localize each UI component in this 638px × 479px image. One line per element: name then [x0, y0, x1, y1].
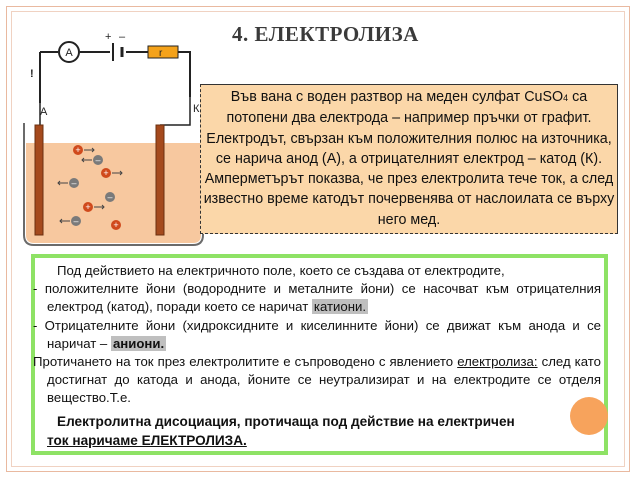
intro-subscript: 4 [563, 93, 569, 103]
paragraph-cations: - положителните йони (водородните и мета… [33, 280, 601, 316]
svg-text:+: + [75, 145, 80, 155]
anode-label: A [40, 106, 48, 118]
cations-text: - положителните йони (водородните и мета… [33, 281, 601, 315]
svg-text:+: + [85, 202, 90, 212]
vessel-icon [23, 123, 204, 246]
paragraph-electrolysis: Протичането на ток през електролитите е … [33, 353, 601, 408]
outer-frame [6, 6, 630, 472]
paragraph-field: Под действието на електричното поле, кое… [57, 263, 505, 278]
explanation-text: Под действието на електричното поле, кое… [33, 262, 601, 450]
cation-icon [73, 145, 83, 155]
minus-label: – [119, 31, 126, 43]
switch-label: ! [30, 68, 34, 80]
electrolysis-diagram: A + – r ! A К + + + + – – – – [23, 31, 204, 246]
svg-text:+: + [113, 220, 118, 230]
svg-text:–: – [107, 192, 112, 202]
paragraph-anions: - Отрицателните йони (хидроксидните и ки… [33, 317, 601, 353]
cations-term: катиони. [311, 299, 369, 315]
anion-icon [93, 155, 103, 165]
cathode-label: К [193, 103, 200, 115]
orange-circle-decoration [570, 397, 608, 435]
anions-text: - Отрицателните йони (хидроксидните и ки… [33, 317, 601, 351]
electrolysis-text-a: Протичането на ток през електролитите е … [33, 354, 458, 370]
anode-electrode [34, 124, 44, 236]
svg-text:+: + [103, 168, 108, 178]
final-line-1: Електролитна дисоциация, протичаща под д… [57, 413, 515, 429]
anions-term: аниони. [110, 335, 167, 351]
plus-label: + [105, 31, 111, 43]
ammeter-icon [58, 41, 80, 63]
intro-part2: са потопени два електрода – например пръ… [203, 89, 615, 228]
ammeter-label: A [65, 47, 73, 59]
intro-text-box: Във вана с воден разтвор на меден сулфат… [200, 84, 618, 235]
svg-text:–: – [73, 216, 78, 226]
resistor-label: r [159, 48, 163, 59]
intro-part1: Във вана с воден разтвор на меден сулфат… [230, 89, 564, 105]
inner-frame [11, 11, 625, 467]
cathode-electrode [155, 124, 165, 236]
electrolysis-term: електролиза: [457, 354, 538, 370]
svg-text:–: – [71, 178, 76, 188]
explanation-box [31, 254, 608, 455]
slide-title: 4. ЕЛЕКТРОЛИЗА [232, 22, 419, 46]
resistor-icon [147, 45, 179, 59]
final-line-2: ток наричаме ЕЛЕКТРОЛИЗА. [47, 432, 247, 448]
svg-text:–: – [95, 155, 100, 165]
final-definition: Електролитна дисоциация, протичаща под д… [33, 412, 601, 450]
electrolysis-text-b: след като достигнат до катода и анода, й… [47, 354, 602, 406]
